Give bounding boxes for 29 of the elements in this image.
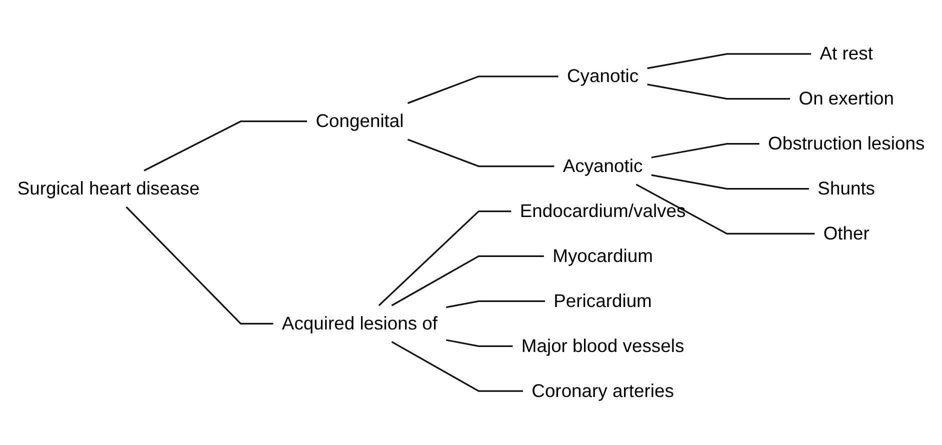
connector (651, 174, 809, 190)
node-text: Myocardium (552, 246, 653, 266)
node-text: On exertion (798, 88, 894, 109)
node-text: Other (823, 223, 870, 244)
node-text: At rest (820, 43, 873, 64)
node-text: Endocardium/valves (520, 200, 686, 222)
node-text: Acquired lesions of (282, 313, 438, 334)
node-text: Congenital (316, 110, 404, 132)
node-text: Coronary arteries (532, 380, 674, 402)
connector (407, 138, 554, 168)
connector (636, 184, 815, 235)
connector (647, 53, 812, 70)
connector (446, 300, 545, 308)
node-text: Acyanotic (562, 156, 643, 176)
connector (144, 120, 308, 172)
node-text: Pericardium (554, 290, 652, 312)
node-text: Cyanotic (566, 66, 639, 86)
node-text: Major blood vessels (521, 336, 684, 356)
node-text: Surgical heart disease (17, 178, 200, 199)
node-text: Obstruction lesions (768, 133, 925, 154)
connector (391, 255, 544, 306)
connector (446, 339, 513, 347)
connector (391, 341, 523, 392)
node-text: Shunts (818, 178, 876, 199)
connector (651, 143, 760, 158)
connector (378, 210, 512, 306)
connector (407, 76, 558, 104)
connector (126, 206, 274, 324)
connector (647, 84, 790, 100)
